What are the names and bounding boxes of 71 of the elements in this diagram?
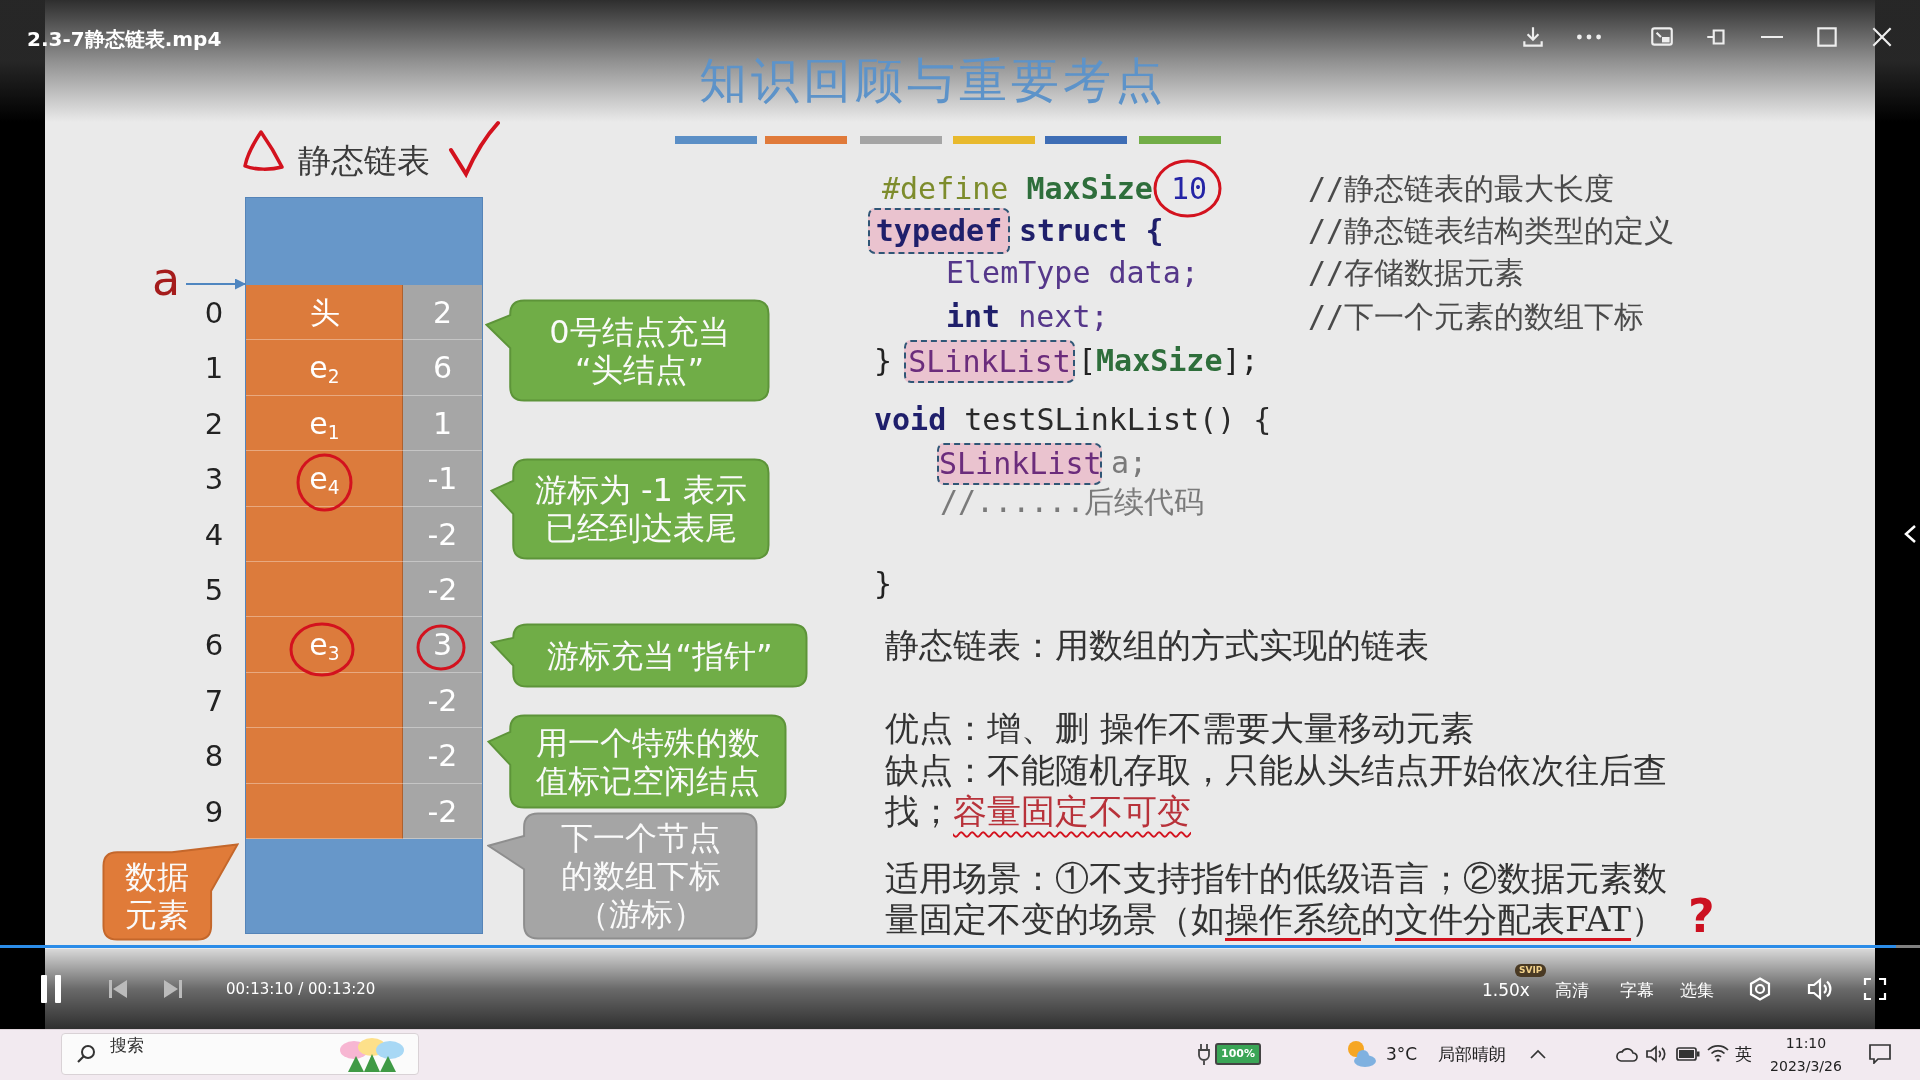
playback-speed-label: 1.50x (1482, 979, 1530, 1001)
code-text: [MaxSize]; (1078, 342, 1259, 380)
data-cell: e$_{3}$ (246, 617, 403, 673)
data-cell: e$_{1}$ (246, 396, 403, 451)
data-cell: e$_{4}$ (246, 451, 403, 507)
code-highlight: SLinkList (937, 443, 1102, 485)
callout-bubble: 用一个特殊的数值标记空闲结点 (487, 714, 787, 809)
clock-date: 2023/3/26 (1769, 1057, 1843, 1075)
code-comment: //存储数据元素 (1308, 254, 1525, 292)
clock-time: 11:10 (1784, 1034, 1828, 1052)
data-cell: 头 (246, 285, 403, 340)
definition-text: 静态链表：用数组的方式实现的链表 (885, 624, 1429, 666)
episodes-label: 选集 (1680, 979, 1714, 1001)
cursor-cell: 2 (403, 285, 482, 340)
row-index: 2 (203, 405, 225, 443)
row-index: 6 (203, 627, 225, 664)
code-text: } (874, 342, 893, 380)
row-index: 0 (203, 294, 225, 332)
advantages-text: 优点：增、删 操作不需要大量移动元素 (885, 707, 1474, 749)
code-text: void testSLinkList() { (874, 401, 1272, 439)
figure-heading: 静态链表 (298, 141, 430, 181)
code-text: #define MaxSize (882, 170, 1153, 208)
code-comment: //静态链表结构类型的定义 (1308, 212, 1675, 250)
quality-label: 高清 (1555, 979, 1589, 1001)
code-text: ElemType data; (946, 254, 1199, 292)
cursor-cell: -1 (403, 451, 482, 507)
time-display: 00:13:10 / 00:13:20 (226, 979, 376, 999)
callout-bubble: 数据元素 (102, 843, 239, 941)
weather-text: 局部晴朗 (1438, 1043, 1506, 1065)
row-index: 9 (203, 793, 225, 831)
code-highlight: typedef (868, 208, 1010, 254)
input-language-label: 英 (1735, 1043, 1752, 1065)
code-highlight: SLinkList (904, 340, 1075, 383)
code-comment: //下一个元素的数组下标 (1308, 298, 1645, 336)
code-text: } (874, 565, 893, 603)
row-index: 8 (203, 738, 225, 775)
battery-indicator: 100% (1215, 1043, 1261, 1065)
question-mark: ? (1688, 891, 1715, 941)
cursor-cell: -2 (403, 673, 482, 728)
cursor-cell: -2 (403, 784, 482, 839)
row-index: 5 (203, 571, 225, 609)
callout-bubble: 0号结点充当“头结点” (485, 299, 770, 402)
code-text: int next; (946, 298, 1109, 336)
cursor-cell: -2 (403, 507, 482, 562)
arrow (185, 278, 247, 290)
variable-label: a (146, 250, 186, 308)
slide-title: 知识回顾与重要考点 (698, 52, 1168, 108)
code-text: a; (1111, 444, 1148, 482)
row-index: 7 (203, 682, 225, 720)
row-index: 1 (203, 350, 225, 387)
row-index: 4 (203, 516, 225, 554)
temperature-text: 3°C (1386, 1043, 1418, 1065)
subtitle-label: 字幕 (1620, 979, 1654, 1001)
code-text: struct { (1019, 212, 1164, 250)
row-index: 3 (203, 461, 225, 498)
cursor-cell: 3 (403, 617, 482, 673)
disadvantages-text: 缺点：不能随机存取，只能从头结点开始依次往后查找；容量固定不可变 (885, 750, 1668, 832)
code-text: 10 (1171, 170, 1208, 208)
cursor-cell: -2 (403, 728, 482, 784)
use-cases-text: 适用场景：①不支持指针的低级语言；②数据元素数量固定不变的场景（如操作系统的文件分配表FAT） (885, 858, 1668, 940)
callout-bubble: 游标充当“指针” (490, 623, 808, 688)
cursor-cell: -2 (403, 562, 482, 617)
search-field: 搜索 (61, 1033, 419, 1075)
callout-bubble: 游标为 -1 表示已经到达表尾 (490, 458, 770, 560)
cursor-cell: 1 (403, 396, 482, 451)
cursor-cell: 6 (403, 340, 482, 396)
code-comment: //......后续代码 (940, 483, 1205, 521)
data-cell: e$_{2}$ (246, 340, 403, 396)
code-comment: //静态链表的最大长度 (1308, 170, 1615, 208)
array-column (246, 198, 482, 933)
file-name: 2.3-7静态链表.mp4 (27, 26, 222, 52)
